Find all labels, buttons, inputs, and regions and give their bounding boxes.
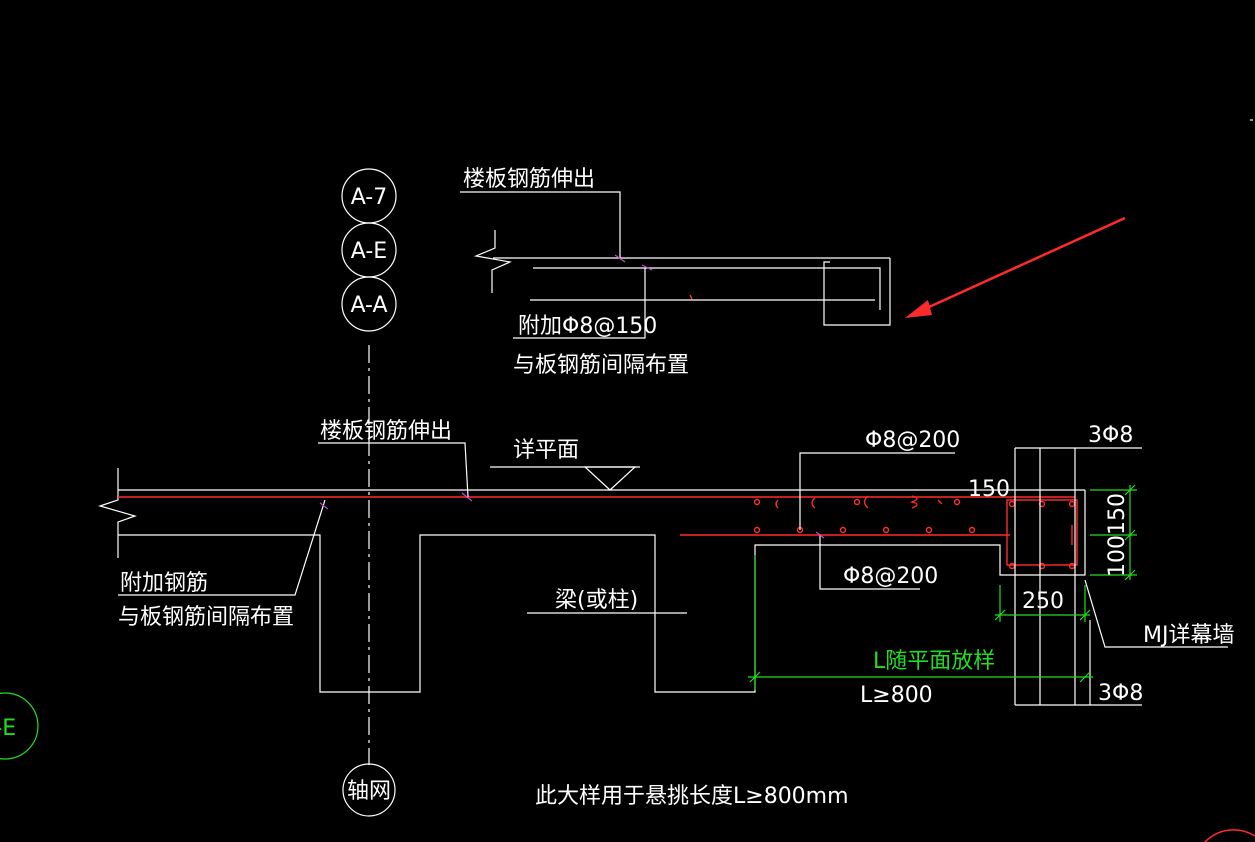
top-rebar-leader (799, 452, 955, 530)
top-detail: 楼板钢筋伸出 附加Φ8@150 与板钢筋间隔布置 (460, 167, 891, 378)
main-slab-rebar-label: 楼板钢筋伸出 (320, 419, 452, 444)
main-extra-rebar-label-1: 附加钢筋 (120, 571, 208, 596)
main-leader-tick (461, 492, 473, 502)
main-detail: 楼板钢筋伸出 详平面 Φ8@200 3Φ8 150 附加钢筋 与板钢筋间隔布置 … (97, 419, 1234, 708)
main-extra-rebar-leader (118, 499, 326, 596)
top-break-symbol (473, 230, 513, 293)
axis-bubble-aa: A-A (341, 276, 397, 332)
axis-label-bottom: 轴网 (347, 779, 391, 804)
top-rebar-label: Φ8@200 (865, 428, 960, 453)
axis-label-ae: A-E (351, 239, 387, 264)
dim-150-top-label: 150 (968, 477, 1010, 502)
axis-bubble-left-partial: A-E (0, 692, 39, 760)
red-arrow-annotation (905, 216, 1126, 318)
edge-beam-stirrup (1006, 499, 1078, 566)
curtain-wall-leader (1084, 579, 1228, 648)
axis-bubble-bottom: 轴网 (342, 763, 396, 817)
axis-label-aa: A-A (350, 293, 387, 318)
top-red-mark (689, 294, 693, 300)
axis-bubble-ae: A-E (341, 222, 397, 278)
axis-label-left-partial: A-E (0, 716, 16, 741)
partial-red-circle (1204, 829, 1255, 842)
curtain-wall-label: MJ详幕墙 (1143, 623, 1234, 648)
top-extra-rebar-leader (513, 268, 646, 339)
rebar-dots (753, 498, 1076, 570)
dim-100-side-label: 100 (1105, 535, 1130, 577)
top-leader-tick (614, 254, 626, 263)
vertical-dimension: 150 100 (1090, 484, 1137, 581)
dim-250: 250 (994, 585, 1091, 622)
top-leader-tick-2 (641, 264, 653, 271)
elevation-symbol (583, 466, 637, 491)
corner-bars-top-label: 3Φ8 (1088, 423, 1133, 448)
bottom-leader-tick (815, 531, 825, 539)
main-extra-rebar-label-2: 与板钢筋间隔布置 (118, 605, 294, 630)
axis-label-a7: A-7 (351, 185, 388, 210)
main-break-symbol (97, 468, 137, 558)
axis-bubble-a7: A-7 (341, 168, 397, 224)
top-extra-rebar-label-2: 与板钢筋间隔布置 (513, 353, 689, 378)
top-slab-rebar-label: 楼板钢筋伸出 (463, 167, 595, 192)
top-rebar-hook (533, 267, 881, 310)
rebar-sketch-marks (775, 495, 943, 509)
see-plan-label: 详平面 (513, 438, 579, 463)
length-dimension: L随平面放样 L≥800 (748, 555, 1093, 708)
footnote: 此大样用于悬挑长度L≥800mm (535, 784, 849, 809)
main-slab-rebar-leader (318, 442, 469, 498)
dim-150-side-label: 150 (1105, 493, 1130, 535)
beam-and-slab-outline (118, 490, 1086, 693)
bottom-rebar-label: Φ8@200 (843, 564, 938, 589)
main-extra-leader-tick (319, 502, 329, 510)
dim-250-label: 250 (1022, 589, 1064, 614)
top-slab-end (823, 258, 891, 326)
beam-label: 梁(或柱) (555, 588, 638, 613)
corner-bars-bottom-label: 3Φ8 (1098, 681, 1143, 706)
length-min-label: L≥800 (860, 683, 933, 708)
length-note-label: L随平面放样 (873, 649, 995, 674)
bottom-rebar-leader (819, 535, 920, 590)
top-extra-rebar-label-1: 附加Φ8@150 (518, 314, 657, 339)
top-slab-rebar-leader (460, 191, 621, 258)
